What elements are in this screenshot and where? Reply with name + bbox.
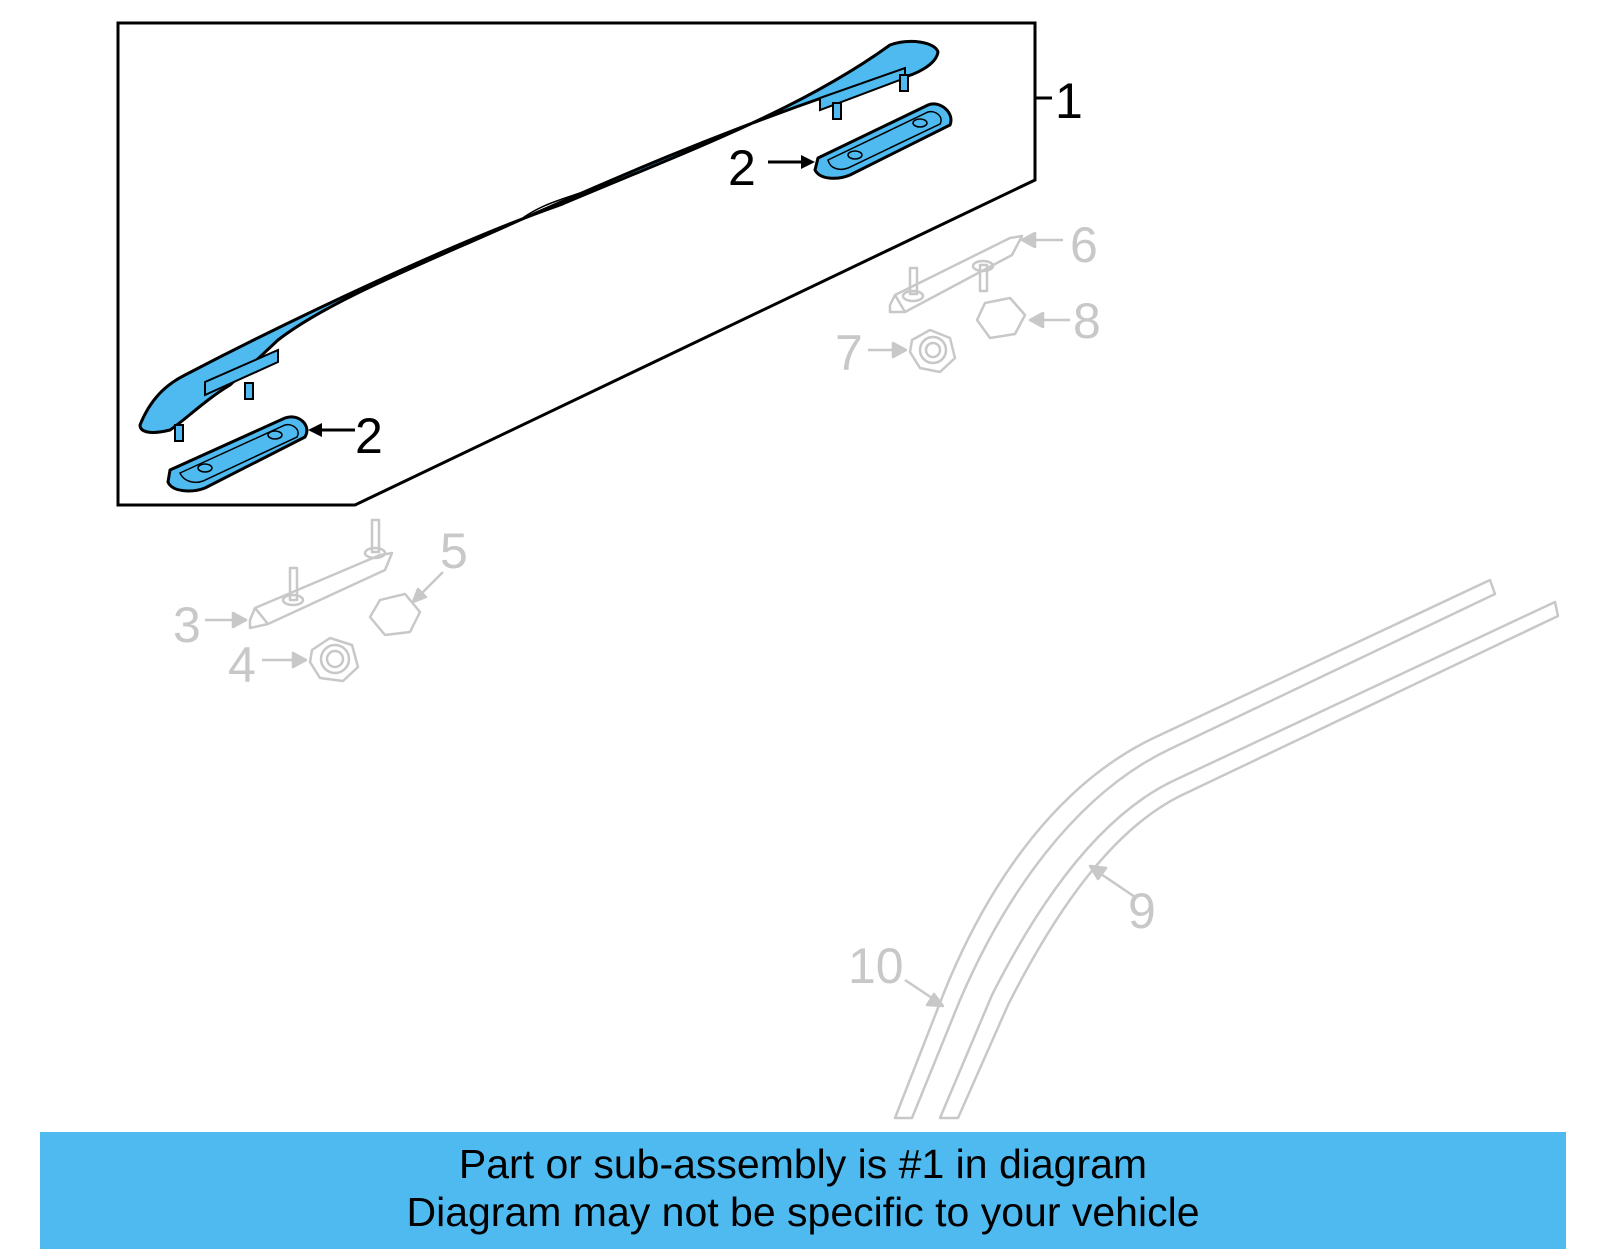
rail-pad-front[interactable] (166, 415, 309, 493)
washer-5[interactable] (368, 592, 422, 637)
rail-pad-rear[interactable] (813, 102, 953, 180)
nut-7[interactable] (908, 328, 957, 374)
arrow-4 (262, 651, 308, 669)
arrow-8 (1028, 311, 1070, 329)
arrow-3 (205, 611, 248, 629)
callout-label-3: 3 (173, 597, 201, 653)
callout-label-5: 5 (440, 523, 468, 579)
bracket-6[interactable] (888, 234, 1024, 314)
callout-label-6: 6 (1070, 217, 1098, 273)
ghost-parts (205, 231, 1560, 1120)
arrow-6 (1020, 231, 1063, 249)
banner-line-2: Diagram may not be specific to your vehi… (406, 1189, 1200, 1235)
callout-label-10: 10 (848, 938, 904, 994)
callout-arrow-2b (308, 423, 355, 437)
roof-rail-part[interactable] (138, 40, 940, 442)
callout-label-1: 1 (1055, 73, 1083, 129)
bracket-3[interactable] (248, 518, 394, 630)
callout-label-7: 7 (835, 325, 863, 381)
assembly-callout-box (116, 21, 1037, 507)
arrow-5 (411, 571, 444, 604)
arrow-9 (1088, 864, 1136, 899)
weatherstrip-10[interactable] (893, 578, 1497, 1120)
arrow-10 (904, 978, 945, 1008)
callout-label-2-front: 2 (355, 408, 383, 464)
weatherstrip-9[interactable] (938, 600, 1560, 1120)
arrow-7 (868, 341, 908, 359)
callout-label-4: 4 (228, 637, 256, 693)
nut-4[interactable] (308, 636, 360, 683)
washer-8[interactable] (975, 296, 1027, 340)
callout-label-8: 8 (1073, 293, 1101, 349)
callout-label-2-rear: 2 (728, 140, 756, 196)
banner-line-1: Part or sub-assembly is #1 in diagram (458, 1141, 1148, 1187)
rail-stud (174, 74, 909, 442)
info-banner: Part or sub-assembly is #1 in diagram Di… (40, 1132, 1566, 1249)
callout-arrow-2a (768, 155, 815, 169)
callout-label-9: 9 (1128, 883, 1156, 939)
